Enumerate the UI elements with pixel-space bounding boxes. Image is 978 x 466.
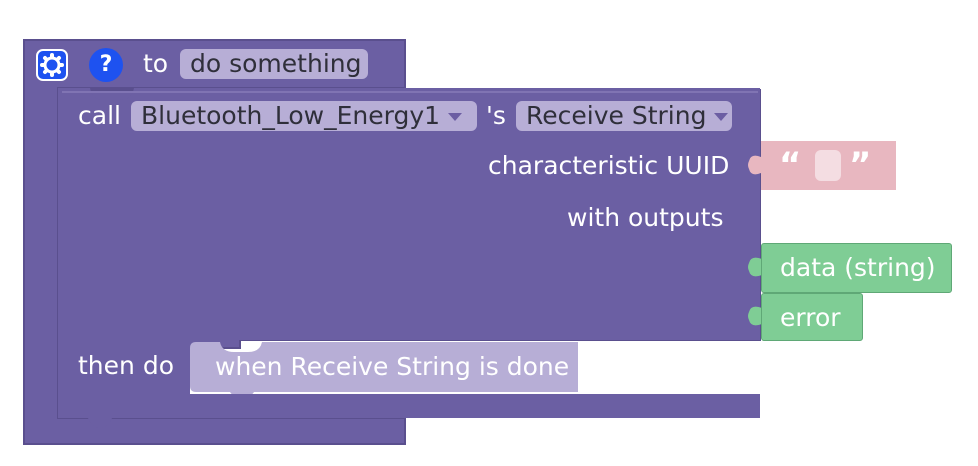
with-outputs-label: with outputs — [567, 203, 724, 232]
component-dropdown[interactable]: Bluetooth_Low_Energy1 — [131, 101, 477, 131]
to-label: to — [143, 49, 169, 78]
chevron-down-icon — [448, 113, 463, 121]
open-quote: “ — [779, 145, 802, 185]
variable-error-label: error — [761, 293, 863, 341]
event-block-receive-string-done[interactable]: when Receive String is done — [190, 342, 578, 394]
string-value-field[interactable] — [815, 150, 841, 181]
variable-block-data[interactable]: data (string) — [745, 243, 952, 293]
variable-connector-shape — [748, 306, 762, 326]
chevron-down-icon — [714, 113, 729, 121]
procedure-name-field[interactable]: do something — [180, 49, 368, 79]
then-do-label: then do — [78, 351, 174, 380]
variable-data-label: data (string) — [761, 243, 952, 293]
method-dropdown[interactable]: Receive String — [516, 101, 732, 131]
characteristic-uuid-label: characteristic UUID — [488, 151, 730, 180]
close-quote: ” — [849, 145, 872, 185]
call-label: call — [78, 101, 121, 130]
empty-string-block[interactable]: “ ” — [745, 141, 897, 191]
component-dropdown-value: Bluetooth_Low_Energy1 — [141, 101, 441, 130]
event-block-shape — [190, 342, 578, 394]
variable-block-error[interactable]: error — [745, 293, 863, 341]
gear-icon[interactable] — [36, 49, 68, 81]
method-dropdown-value: Receive String — [526, 101, 707, 130]
event-block-label: when Receive String is done — [215, 352, 570, 381]
possessive-label: 's — [486, 101, 506, 130]
question-icon[interactable]: ? — [89, 48, 123, 82]
variable-connector-shape — [748, 257, 762, 277]
